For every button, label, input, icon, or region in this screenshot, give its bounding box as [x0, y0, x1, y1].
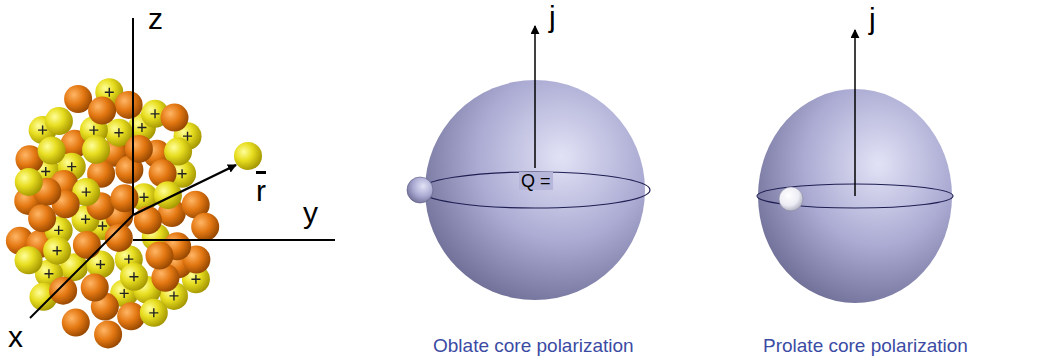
proton-sphere	[120, 263, 148, 291]
valence-hole	[779, 187, 803, 211]
spin-label: j	[869, 4, 876, 34]
axis-label: z	[148, 4, 163, 34]
charge-sign	[149, 308, 158, 317]
nucleon	[120, 263, 148, 291]
proton-sphere	[154, 181, 182, 209]
figure-caption: Prolate core polarization	[763, 336, 968, 355]
nucleon	[134, 206, 162, 234]
neutron-sphere	[145, 242, 173, 270]
proton-sphere	[15, 168, 43, 196]
proton-sphere	[45, 107, 73, 135]
nucleon-sphere	[234, 142, 262, 170]
neutron-sphere	[73, 231, 101, 259]
charge-sign	[129, 272, 138, 281]
axis-label: x	[8, 322, 23, 352]
spin-arrow	[534, 26, 536, 168]
charge-sign	[191, 275, 200, 284]
proton-sphere	[82, 136, 110, 164]
position-vector	[133, 165, 236, 215]
z-axis	[132, 18, 134, 215]
x-axis	[30, 215, 133, 318]
charge-sign	[120, 289, 129, 298]
charge-sign	[38, 126, 47, 135]
charge-sign	[151, 109, 160, 118]
charge-sign	[67, 162, 76, 171]
nucleon	[45, 107, 73, 135]
nucleon	[43, 237, 71, 265]
nucleon	[28, 204, 56, 232]
nucleon	[62, 309, 90, 337]
nucleon	[191, 213, 219, 241]
nucleon	[125, 135, 153, 163]
charge-sign	[82, 188, 91, 197]
nucleon	[38, 137, 66, 165]
neutron-sphere	[62, 309, 90, 337]
charge-sign	[81, 215, 90, 224]
charge-sign	[169, 291, 178, 300]
charge-sign	[89, 126, 98, 135]
proton-sphere	[15, 246, 43, 274]
proton-sphere	[38, 137, 66, 165]
charge-sign	[53, 246, 62, 255]
nucleon	[64, 85, 92, 113]
proton-sphere	[140, 299, 168, 327]
neutron-sphere	[111, 184, 139, 212]
spin-label: j	[549, 2, 556, 32]
charge-sign	[137, 123, 146, 132]
nucleon	[49, 277, 77, 305]
neutron-sphere	[134, 206, 162, 234]
nucleon	[161, 104, 189, 132]
nucleon	[88, 97, 116, 125]
charge-sign	[178, 169, 187, 178]
quadrupole-label: Q =	[519, 172, 553, 190]
neutron-sphere	[81, 274, 109, 302]
spin-arrow	[854, 30, 856, 196]
charge-sign	[139, 193, 148, 202]
neutron-sphere	[125, 135, 153, 163]
neutron-sphere	[28, 204, 56, 232]
neutron-sphere	[64, 85, 92, 113]
nucleon	[73, 231, 101, 259]
charge-sign	[98, 222, 107, 231]
charge-sign	[114, 128, 123, 137]
neutron-sphere	[161, 104, 189, 132]
nucleon	[15, 246, 43, 274]
charge-sign	[105, 88, 114, 97]
nucleon	[154, 181, 182, 209]
neutron-sphere	[115, 91, 143, 119]
nucleon	[111, 184, 139, 212]
valence-nucleon	[407, 177, 433, 203]
axes	[30, 18, 335, 318]
charge-sign	[54, 226, 63, 235]
neutron-sphere	[88, 97, 116, 125]
charge-sign	[124, 255, 133, 264]
charge-sign	[96, 260, 105, 269]
nucleon	[94, 320, 122, 348]
equator-ellipse	[420, 172, 650, 208]
axis-label: y	[303, 198, 318, 228]
figure-caption: Oblate core polarization	[433, 336, 634, 355]
charge-sign	[41, 167, 50, 176]
proton-sphere	[43, 237, 71, 265]
nucleon	[81, 274, 109, 302]
charge-sign	[44, 269, 53, 278]
neutron-sphere	[191, 213, 219, 241]
neutron-sphere	[49, 277, 77, 305]
nucleon	[140, 299, 168, 327]
vector-label: r	[256, 176, 266, 206]
nucleon	[115, 91, 143, 119]
nucleon	[15, 168, 43, 196]
y-axis	[133, 239, 335, 241]
neutron-sphere	[94, 320, 122, 348]
nucleon	[145, 242, 173, 270]
nucleus	[6, 78, 219, 348]
nucleon	[82, 136, 110, 164]
